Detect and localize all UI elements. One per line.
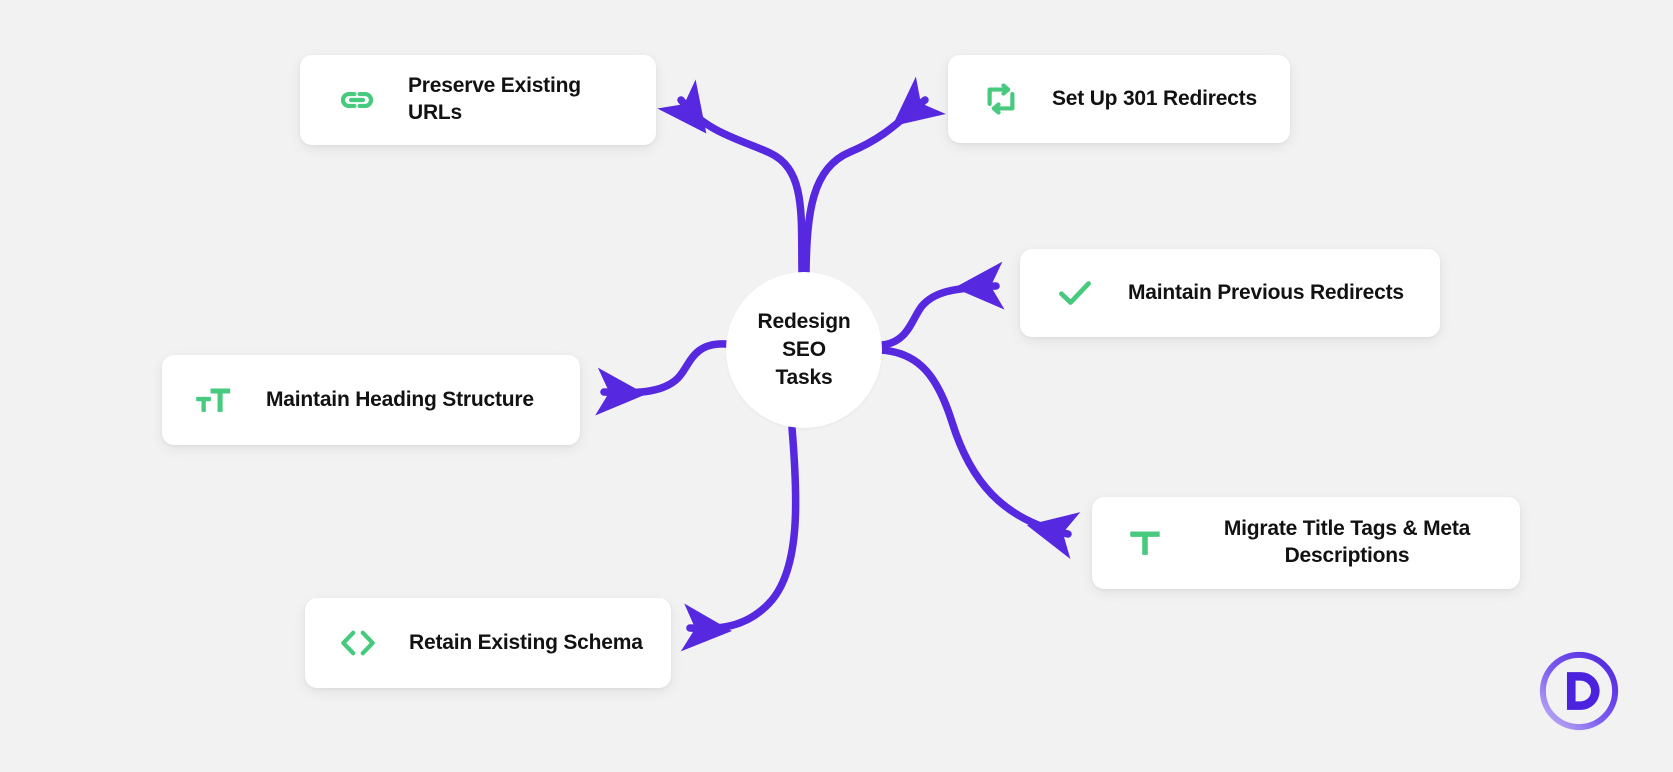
node-card-label: Preserve Existing URLs bbox=[408, 74, 581, 124]
node-card-previous-redirects[interactable]: Maintain Previous Redirects bbox=[1020, 249, 1440, 337]
center-node-label: Redesign SEO Tasks bbox=[758, 308, 851, 392]
connector-to-301-redirects bbox=[802, 76, 946, 276]
node-card-preserve-urls[interactable]: Preserve Existing URLs bbox=[300, 55, 656, 145]
node-card-label: Retain Existing Schema bbox=[409, 630, 643, 654]
heading-text-icon bbox=[190, 377, 236, 423]
code-brackets-icon bbox=[335, 620, 381, 666]
node-card-retain-schema[interactable]: Retain Existing Schema bbox=[305, 598, 671, 688]
node-card-label: Set Up 301 Redirects bbox=[1052, 86, 1257, 110]
check-icon bbox=[1052, 270, 1098, 316]
connector-to-previous-redirects bbox=[876, 261, 1005, 349]
node-card-label-line-1: Migrate Title Tags & Meta bbox=[1223, 517, 1471, 541]
node-card-label: Maintain Heading Structure bbox=[266, 387, 534, 411]
connector-to-title-tags bbox=[876, 346, 1081, 560]
connector-to-heading-structure bbox=[595, 340, 730, 416]
node-card-heading-structure[interactable]: Maintain Heading Structure bbox=[162, 355, 580, 445]
link-icon bbox=[334, 77, 380, 123]
center-line-3: Tasks bbox=[775, 365, 833, 389]
node-card-label-line-2: Descriptions bbox=[1284, 544, 1410, 567]
repeat-icon bbox=[978, 76, 1024, 122]
connector-to-retain-schema bbox=[680, 424, 800, 652]
node-card-label: Migrate Title Tags & Meta Descriptions bbox=[1196, 516, 1498, 570]
connector-to-preserve-urls bbox=[657, 79, 806, 276]
center-node[interactable]: Redesign SEO Tasks bbox=[726, 272, 882, 428]
node-card-label: Maintain Previous Redirects bbox=[1128, 280, 1404, 304]
center-line-1: Redesign bbox=[757, 310, 851, 334]
node-card-title-tags[interactable]: Migrate Title Tags & Meta Descriptions bbox=[1092, 497, 1520, 589]
title-text-icon bbox=[1122, 520, 1168, 566]
node-card-301-redirects[interactable]: Set Up 301 Redirects bbox=[948, 55, 1290, 143]
divi-logo bbox=[1539, 651, 1619, 731]
center-line-2: SEO bbox=[782, 338, 826, 362]
